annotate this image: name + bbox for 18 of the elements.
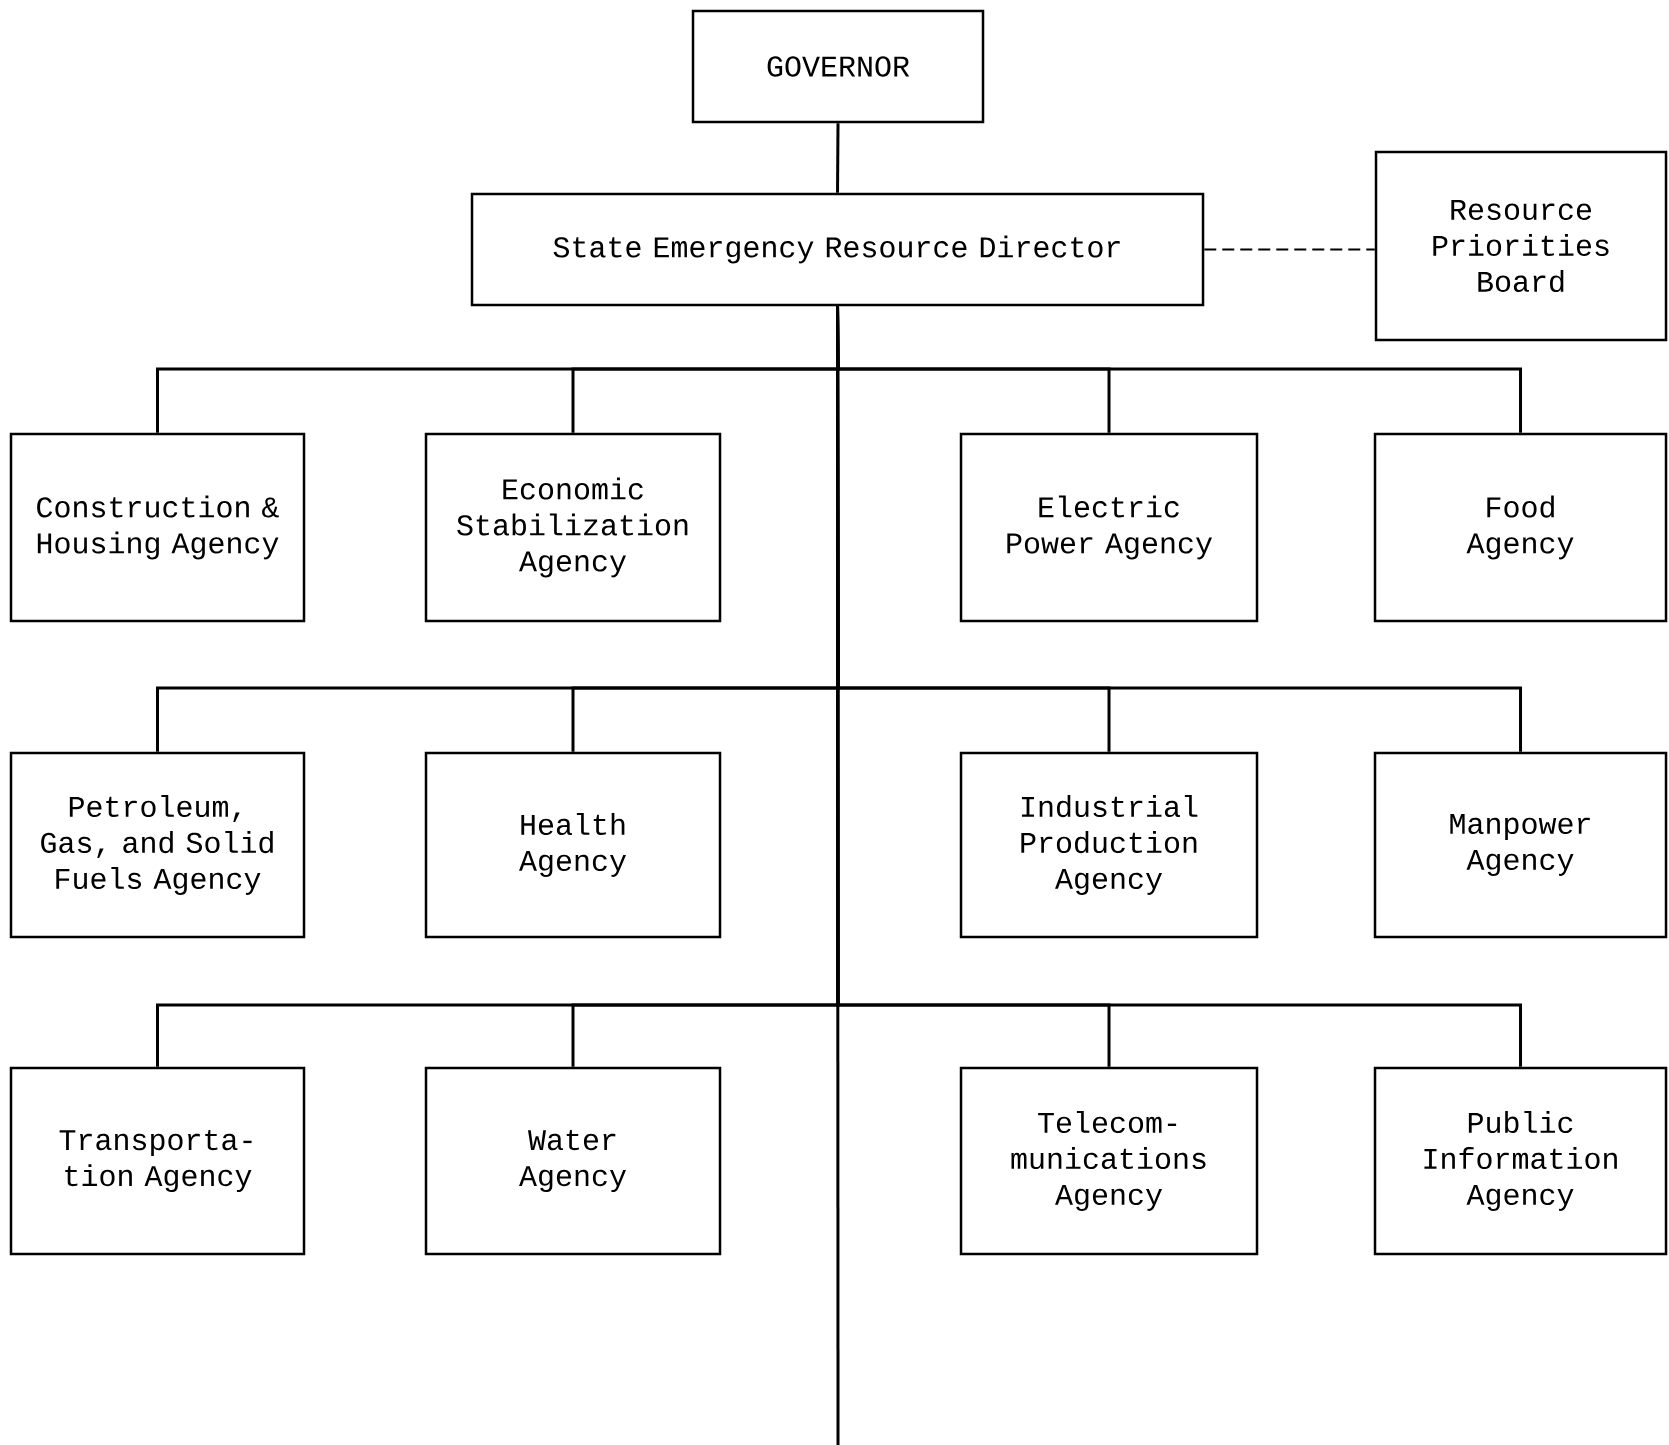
agency-box: Manpower Agency — [1373, 751, 1668, 939]
agency-box: Economic Stabilization Agency — [424, 432, 722, 623]
governor-box: GOVERNOR — [691, 9, 985, 124]
agency-box: Public Information Agency — [1373, 1066, 1668, 1256]
agency-box: Electric Power Agency — [959, 432, 1259, 623]
director-box: State Emergency Resource Director — [470, 192, 1205, 307]
agency-box: Petroleum, Gas, and Solid Fuels Agency — [9, 751, 306, 939]
agency-box: Transporta- tion Agency — [9, 1066, 306, 1256]
agency-box: Health Agency — [424, 751, 722, 939]
agency-box: Food Agency — [1373, 432, 1668, 623]
agency-box: Telecom- munications Agency — [959, 1066, 1259, 1256]
agency-box: Industrial Production Agency — [959, 751, 1259, 939]
board-box: Resource Priorities Board — [1374, 150, 1668, 342]
agency-box: Construction & Housing Agency — [9, 432, 306, 623]
dashed-line — [1203, 248, 1376, 251]
connector-line — [836, 123, 840, 193]
agency-box: Water Agency — [424, 1066, 722, 1256]
connector-line — [836, 306, 840, 1445]
